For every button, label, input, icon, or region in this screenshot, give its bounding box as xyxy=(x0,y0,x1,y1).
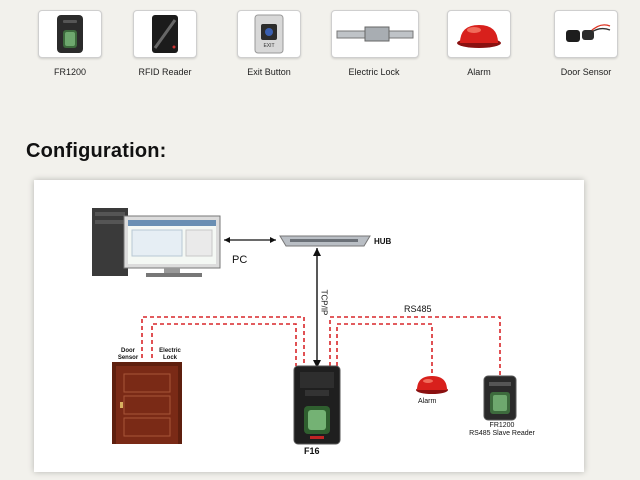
door-sensor-label: Door Sensor xyxy=(117,348,139,361)
product-label: Alarm xyxy=(467,67,491,77)
alarm-icon xyxy=(416,376,448,394)
pc-icon xyxy=(92,208,221,277)
rs485-label: RS485 xyxy=(404,304,432,314)
rfid-reader-icon xyxy=(133,10,197,58)
product-exit-button[interactable]: EXIT Exit Button xyxy=(224,10,314,77)
fingerprint-reader-icon xyxy=(38,10,102,58)
fr1200-label: FR1200 xyxy=(489,422,515,429)
pc-label: PC xyxy=(232,254,248,266)
exit-text: EXIT xyxy=(263,43,274,49)
diagram-canvas xyxy=(92,208,517,445)
product-label: Door Sensor xyxy=(560,67,612,77)
product-fr1200[interactable]: FR1200 xyxy=(25,10,115,77)
door-icon xyxy=(112,362,182,444)
hub-label: HUB xyxy=(374,237,392,246)
f16-label: F16 xyxy=(304,446,320,456)
f16-device-icon xyxy=(293,365,341,445)
product-electric-lock[interactable]: Electric Lock xyxy=(329,10,419,77)
tcpip-label: TCP/IP xyxy=(319,289,329,316)
product-strip: FR1200 RFID Reader EXIT Exit Button xyxy=(0,0,640,90)
alarm-siren-icon xyxy=(447,10,511,58)
product-rfid-reader[interactable]: RFID Reader xyxy=(120,10,210,77)
exit-button-icon: EXIT xyxy=(237,10,301,58)
product-label: RFID Reader xyxy=(138,67,192,77)
product-alarm[interactable]: Alarm xyxy=(434,10,524,77)
product-label: Electric Lock xyxy=(348,67,400,77)
hub-icon xyxy=(279,235,371,247)
alarm-label: Alarm xyxy=(418,398,437,405)
electric-lock-label: Electric Lock xyxy=(159,348,181,361)
product-label: FR1200 xyxy=(53,67,87,77)
section-title: Configuration: xyxy=(26,140,167,162)
product-door-sensor[interactable]: Door Sensor xyxy=(541,10,631,77)
rs485-slave-reader-label: RS485 Slave Reader xyxy=(469,430,535,437)
product-label: Exit Button xyxy=(247,67,291,77)
fr1200-reader-icon xyxy=(483,375,517,421)
configuration-diagram: PC HUB TCP/IP RS485 Door Sensor Electric… xyxy=(34,180,584,472)
door-sensor-icon xyxy=(554,10,618,58)
wiring-rs485 xyxy=(141,316,501,380)
electric-lock-icon xyxy=(331,10,419,58)
